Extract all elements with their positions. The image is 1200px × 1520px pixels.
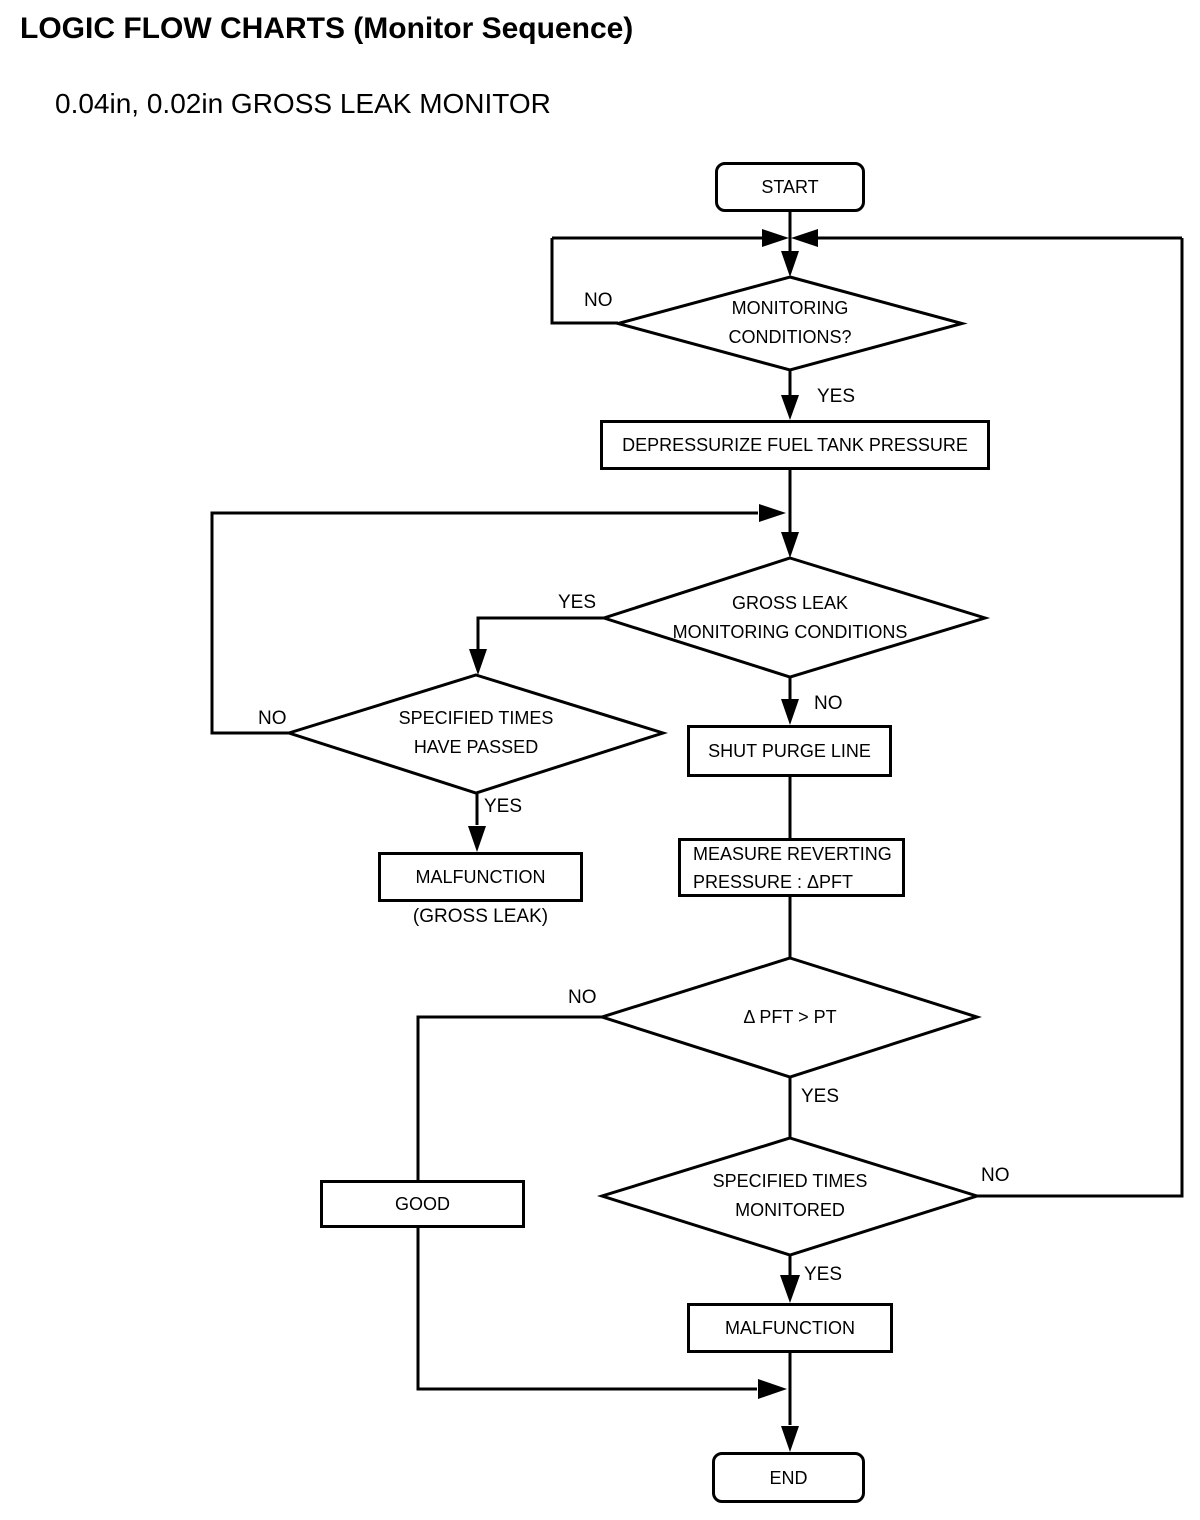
shut-purge-line-label: SHUT PURGE LINE xyxy=(708,741,871,761)
measure-reverting-node: MEASURE REVERTING PRESSURE : ΔPFT xyxy=(678,838,905,897)
arrow-into-depressurize xyxy=(781,395,799,420)
gross-leak-conditions-line1: GROSS LEAK xyxy=(731,593,849,613)
specified-times-passed-line1: SPECIFIED TIMES xyxy=(398,708,554,728)
gross-leak-caption: (GROSS LEAK) xyxy=(412,906,549,927)
arrow-into-end xyxy=(781,1426,799,1452)
chart-subtitle: 0.04in, 0.02in GROSS LEAK MONITOR xyxy=(55,88,551,119)
arrow-into-shut-purge xyxy=(781,699,799,725)
edge-pft-no-to-good xyxy=(416,1015,602,1180)
arrow-into-malfunction xyxy=(780,1275,800,1303)
label-gross-leak-yes: YES xyxy=(557,592,596,613)
shut-purge-line-node: SHUT PURGE LINE xyxy=(687,725,892,777)
depressurize-label: DEPRESSURIZE FUEL TANK PRESSURE xyxy=(622,435,968,455)
gross-leak-conditions-line2: MONITORING CONDITIONS xyxy=(672,622,908,642)
measure-reverting-text: MEASURE REVERTING PRESSURE : ΔPFT xyxy=(693,840,892,896)
depressurize-node: DEPRESSURIZE FUEL TANK PRESSURE xyxy=(600,420,990,470)
malfunction-gross-leak-node: MALFUNCTION xyxy=(378,852,583,902)
arrow-into-malfunction-gross xyxy=(468,826,486,852)
specified-times-passed-text: SPECIFIED TIMES HAVE PASSED xyxy=(301,704,651,762)
edge-good-to-end xyxy=(416,1228,757,1391)
arrow-into-monitoring-diamond xyxy=(781,251,799,277)
malfunction-label: MALFUNCTION xyxy=(725,1318,855,1338)
monitoring-conditions-text: MONITORING CONDITIONS? xyxy=(640,294,940,352)
monitoring-conditions-line2: CONDITIONS? xyxy=(728,327,852,347)
gross-leak-conditions-text: GROSS LEAK MONITORING CONDITIONS xyxy=(610,589,970,647)
edge-times-passed-no-return xyxy=(210,511,758,735)
good-label: GOOD xyxy=(394,1194,450,1214)
label-gross-leak-no: NO xyxy=(814,693,843,714)
arrow-junction-from-right xyxy=(791,229,818,247)
arrow-good-junction xyxy=(758,1379,787,1399)
specified-times-monitored-text: SPECIFIED TIMES MONITORED xyxy=(615,1167,965,1225)
label-pft-no: NO xyxy=(568,987,597,1008)
arrow-junction-from-left xyxy=(762,229,789,247)
label-monitoring-yes: YES xyxy=(817,386,856,407)
end-node: END xyxy=(712,1452,865,1503)
diamond-monitoring-conditions xyxy=(612,275,968,372)
arrow-into-times-passed-diamond xyxy=(469,649,487,675)
malfunction-node: MALFUNCTION xyxy=(687,1303,893,1353)
pft-gt-pt-text: Δ PFT > PT xyxy=(640,1003,940,1031)
edge-monitoring-no-loop xyxy=(550,238,618,325)
page-title: LOGIC FLOW CHARTS (Monitor Sequence) xyxy=(20,12,634,45)
arrow-return-junction xyxy=(759,504,786,522)
label-pft-yes: YES xyxy=(801,1086,840,1107)
decision-diamonds xyxy=(284,275,991,1257)
arrow-into-grossleak-diamond xyxy=(781,532,799,558)
edge-monitored-no-loop xyxy=(977,238,1184,1198)
start-node: START xyxy=(715,162,865,212)
measure-reverting-line1: MEASURE REVERTING xyxy=(693,843,892,864)
specified-times-monitored-line1: SPECIFIED TIMES xyxy=(712,1171,868,1191)
start-label: START xyxy=(761,177,819,197)
specified-times-passed-line2: HAVE PASSED xyxy=(413,737,539,757)
label-monitored-yes: YES xyxy=(804,1264,843,1285)
good-node: GOOD xyxy=(320,1180,525,1228)
malfunction-gross-leak-label: MALFUNCTION xyxy=(415,867,546,887)
pft-gt-pt-label: Δ PFT > PT xyxy=(743,1006,837,1027)
diamond-gross-leak-conditions xyxy=(599,556,991,679)
label-monitored-no: NO xyxy=(981,1165,1010,1186)
label-monitoring-no: NO xyxy=(584,290,613,311)
diamond-specified-times-passed xyxy=(284,673,668,795)
edge-grossleak-yes xyxy=(476,616,604,650)
monitoring-conditions-line1: MONITORING xyxy=(731,298,849,318)
arrowheads xyxy=(468,229,818,1452)
specified-times-monitored-line2: MONITORED xyxy=(735,1200,845,1220)
diamond-pft-gt-pt xyxy=(597,956,982,1079)
label-times-passed-no: NO xyxy=(258,708,287,729)
label-times-passed-yes: YES xyxy=(484,796,523,817)
end-label: END xyxy=(769,1467,808,1488)
measure-reverting-line2: PRESSURE : ΔPFT xyxy=(693,871,854,892)
edges xyxy=(210,212,1184,1425)
diamond-specified-times-monitored xyxy=(596,1136,983,1257)
